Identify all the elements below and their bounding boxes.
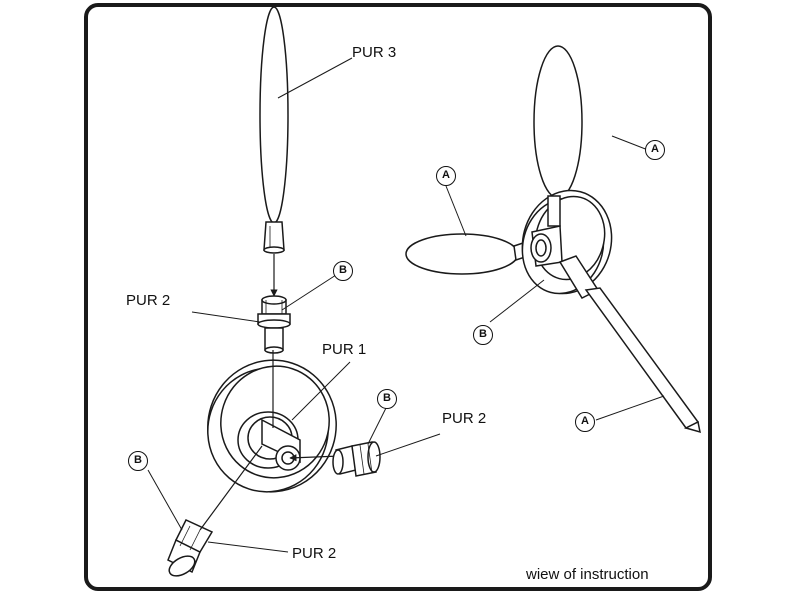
marker-b-bottom: B — [128, 451, 148, 471]
label-pur2-top: PUR 2 — [126, 292, 171, 309]
label-pur2-bottom: PUR 2 — [292, 545, 337, 562]
marker-a-top-blade: A — [645, 140, 665, 160]
marker-a-left-blade: A — [436, 166, 456, 186]
nut-pur2-bottom — [167, 445, 263, 577]
assembled-propeller-right — [405, 45, 701, 434]
nut-pur2-top — [257, 295, 291, 354]
marker-b-right: B — [377, 389, 397, 409]
marker-b-assembled: B — [473, 325, 493, 345]
marker-a-bottom-blade: A — [575, 412, 595, 432]
label-pur2-right: PUR 2 — [442, 410, 487, 427]
marker-b-top: B — [333, 261, 353, 281]
nut-pur2-right — [332, 441, 381, 477]
label-pur1: PUR 1 — [322, 341, 367, 358]
hub-disc-pur1 — [207, 350, 341, 493]
label-pur3: PUR 3 — [352, 44, 397, 61]
instruction-caption: wiew of instruction — [526, 566, 649, 583]
blade-pur3 — [259, 6, 289, 254]
exploded-assembly-left — [147, 6, 441, 577]
